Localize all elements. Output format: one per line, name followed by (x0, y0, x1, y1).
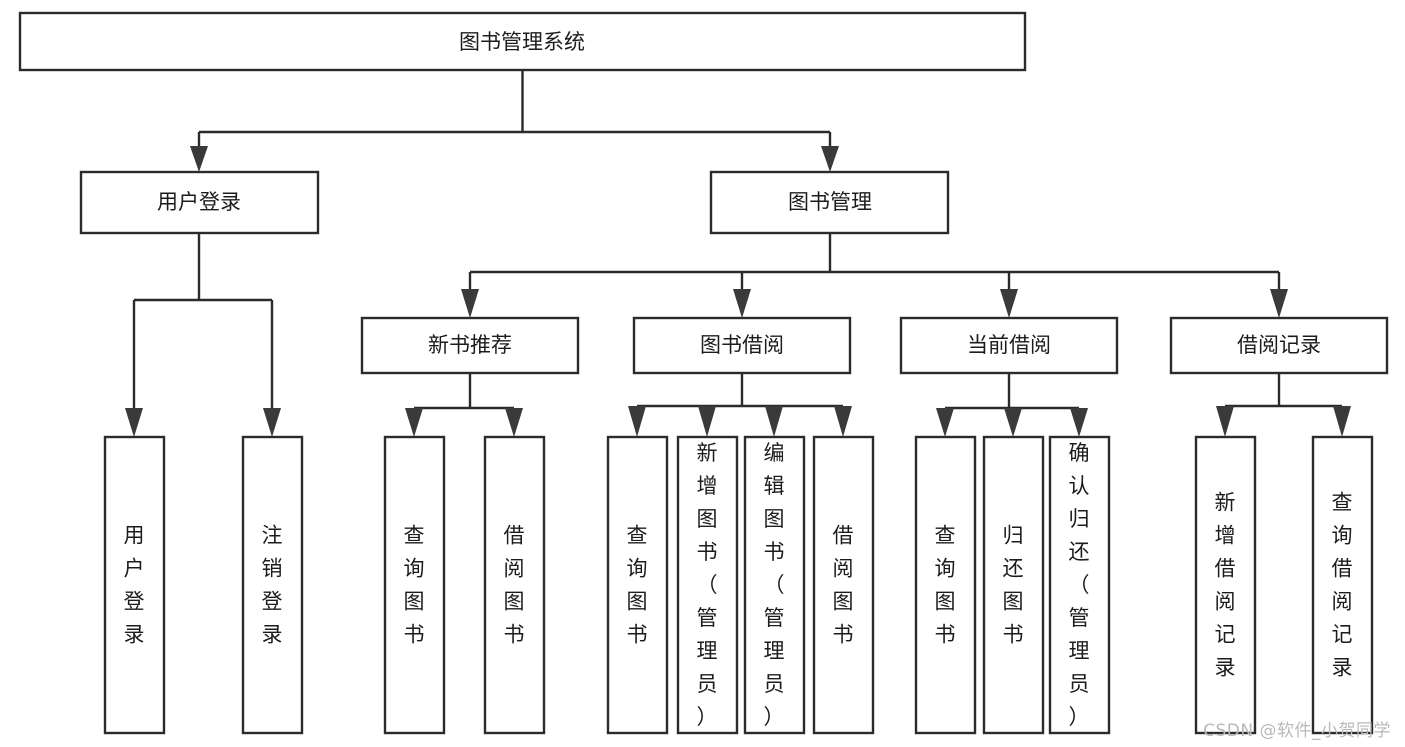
node-leaf-add-book[interactable]: 新增图书（管理员） (676, 435, 739, 735)
node-leaf-confirm-return-label: 确认归还（管理员） (1069, 441, 1090, 729)
arrow-icon-leaf-query-book-1 (405, 408, 423, 437)
node-leaf-query-book-3[interactable]: 查询图书 (914, 435, 977, 735)
node-leaf-user-logout[interactable]: 注销登录 (241, 435, 304, 735)
node-leaf-query-book-2[interactable]: 查询图书 (606, 435, 669, 735)
arrow-icon-leaf-user-logout (263, 408, 281, 437)
arrow-icon-book-management (821, 146, 839, 172)
node-user-login-box[interactable] (79, 170, 320, 235)
node-leaf-user-logout-label: 注销登录 (262, 524, 283, 647)
node-leaf-add-book-label: 新增图书（管理员） (697, 441, 718, 729)
node-leaf-edit-book-box[interactable] (743, 435, 806, 735)
arrow-icon-current-borrow (1000, 289, 1018, 318)
node-leaf-add-book-box[interactable] (676, 435, 739, 735)
node-leaf-edit-book-label: 编辑图书（管理员） (764, 441, 785, 729)
node-leaf-query-record-box[interactable] (1311, 435, 1374, 735)
arrow-icon-leaf-edit-book (765, 406, 783, 437)
arrow-icon-leaf-query-book-3 (936, 408, 954, 437)
node-leaf-add-record-label: 新增借阅记录 (1215, 491, 1236, 680)
node-user-login[interactable]: 用户登录 (79, 170, 320, 235)
arrow-icon-leaf-add-record (1216, 406, 1234, 437)
arrow-icon-leaf-borrow-book-2 (834, 406, 852, 437)
node-leaf-query-book-1-label: 查询图书 (404, 524, 425, 647)
arrow-icon-leaf-return-book (1004, 408, 1022, 437)
node-root[interactable]: 图书管理系统 (18, 11, 1027, 72)
leaf-nodes-layer: 用户登录 注销登录 查询图书 借阅图书 查询图书 新增图书（管理员） (103, 435, 1374, 735)
arrow-icon-user-login (190, 146, 208, 172)
node-leaf-borrow-book-2-box[interactable] (812, 435, 875, 735)
arrow-icon-borrow-record (1270, 289, 1288, 318)
node-user-login-label: 用户登录 (157, 190, 241, 214)
node-book-management-box[interactable] (709, 170, 950, 235)
node-leaf-borrow-book-2-label: 借阅图书 (833, 524, 854, 647)
node-leaf-return-book[interactable]: 归还图书 (982, 435, 1045, 735)
node-current-borrow-box[interactable] (899, 316, 1119, 375)
arrow-icon-leaf-borrow-book-1 (505, 408, 523, 437)
node-leaf-add-record[interactable]: 新增借阅记录 (1194, 435, 1257, 735)
node-leaf-query-book-2-label: 查询图书 (627, 524, 648, 647)
node-leaf-query-record-label: 查询借阅记录 (1332, 491, 1353, 680)
arrow-icon-leaf-confirm-return (1070, 408, 1088, 437)
node-leaf-query-book-2-box[interactable] (606, 435, 669, 735)
node-current-borrow[interactable]: 当前借阅 (899, 316, 1119, 375)
arrow-icon-new-book-recommend (461, 289, 479, 318)
node-leaf-query-book-1-box[interactable] (383, 435, 446, 735)
node-leaf-user-login-label: 用户登录 (124, 524, 145, 647)
node-book-borrow[interactable]: 图书借阅 (632, 316, 852, 375)
node-book-management-label: 图书管理 (788, 190, 872, 214)
arrow-icon-book-borrow (733, 289, 751, 318)
node-leaf-user-login[interactable]: 用户登录 (103, 435, 166, 735)
node-leaf-confirm-return[interactable]: 确认归还（管理员） (1048, 435, 1111, 735)
node-leaf-query-record[interactable]: 查询借阅记录 (1311, 435, 1374, 735)
node-leaf-query-book-3-box[interactable] (914, 435, 977, 735)
arrow-icon-leaf-query-book-2 (628, 406, 646, 437)
node-leaf-query-book-1[interactable]: 查询图书 (383, 435, 446, 735)
node-current-borrow-label: 当前借阅 (967, 333, 1051, 357)
node-new-book-recommend-label: 新书推荐 (428, 333, 512, 357)
arrow-icon-leaf-add-book (698, 406, 716, 437)
node-leaf-borrow-book-1[interactable]: 借阅图书 (483, 435, 546, 735)
node-book-management[interactable]: 图书管理 (709, 170, 950, 235)
node-leaf-borrow-book-1-box[interactable] (483, 435, 546, 735)
node-leaf-add-record-box[interactable] (1194, 435, 1257, 735)
connector-layer (125, 70, 1351, 437)
node-book-borrow-box[interactable] (632, 316, 852, 375)
node-book-borrow-label: 图书借阅 (700, 333, 784, 357)
node-new-book-recommend[interactable]: 新书推荐 (360, 316, 580, 375)
node-borrow-record[interactable]: 借阅记录 (1169, 316, 1389, 375)
node-leaf-edit-book[interactable]: 编辑图书（管理员） (743, 435, 806, 735)
node-leaf-return-book-label: 归还图书 (1003, 524, 1024, 647)
node-leaf-confirm-return-box[interactable] (1048, 435, 1111, 735)
node-new-book-recommend-box[interactable] (360, 316, 580, 375)
node-leaf-borrow-book-2[interactable]: 借阅图书 (812, 435, 875, 735)
node-leaf-user-logout-box[interactable] (241, 435, 304, 735)
node-leaf-borrow-book-1-label: 借阅图书 (504, 524, 525, 647)
node-borrow-record-label: 借阅记录 (1237, 333, 1321, 357)
node-root-box[interactable] (18, 11, 1027, 72)
node-leaf-user-login-box[interactable] (103, 435, 166, 735)
node-root-label: 图书管理系统 (459, 30, 585, 54)
node-borrow-record-box[interactable] (1169, 316, 1389, 375)
node-leaf-query-book-3-label: 查询图书 (935, 524, 956, 647)
arrow-icon-leaf-query-record (1333, 406, 1351, 437)
node-leaf-return-book-box[interactable] (982, 435, 1045, 735)
arrow-icon-leaf-user-login (125, 408, 143, 437)
